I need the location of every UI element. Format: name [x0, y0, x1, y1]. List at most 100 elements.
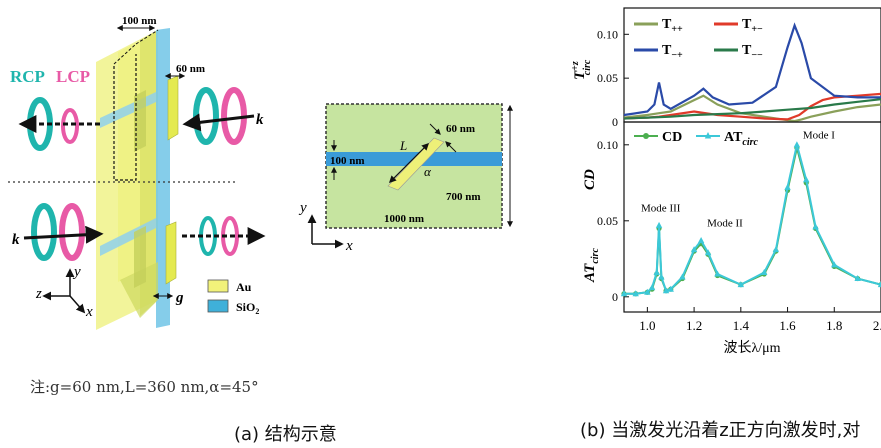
dim-line-100nm-top2	[135, 29, 159, 45]
bottom-xtick-label-5: 2.0	[873, 318, 881, 333]
top-legend-label-1: T+−	[742, 17, 763, 35]
triad-z-label: z	[35, 286, 42, 302]
top-legend-label-2: T−+	[662, 43, 683, 61]
bottom-xtick-label-0: 1.0	[639, 318, 655, 333]
bottom-legend-label-1: ATcirc	[724, 130, 759, 148]
label-rcp: RCP	[10, 67, 45, 86]
atcirc-point-15	[760, 268, 768, 275]
label-k-bottom: k	[12, 232, 20, 248]
bottom-ytick-label-2: 0.10	[597, 138, 618, 152]
legend-au-label: Au	[236, 280, 252, 294]
unit-cell-top-view: L 60 nm α 100 nm 700 nm 1000 nm y x	[298, 103, 513, 254]
bottom-legend-label-0: CD	[662, 130, 682, 145]
atcirc-point-23	[877, 281, 881, 288]
topview-label-100nm: 100 nm	[330, 155, 365, 167]
atcirc-point-14	[737, 281, 745, 288]
top-series-line-3	[623, 98, 881, 120]
topview-label-L: L	[399, 138, 407, 153]
bottom-legend-marker-1	[704, 132, 712, 139]
atcirc-point-22	[854, 275, 861, 282]
bottom-ylabel-cd: CD	[582, 169, 598, 190]
transmission-chart: 0 0.05 0.10 T++ T+− T−+ T−− T+zcirc	[570, 7, 881, 129]
slot-lower	[100, 218, 156, 256]
top-ytick-label-0: 0	[612, 115, 618, 129]
topview-label-700nm: 700 nm	[446, 191, 481, 203]
atcirc-point-12	[704, 249, 712, 256]
caption-a: (a) 结构示意	[234, 424, 337, 445]
caption-b: (b) 当激发光沿着z正方向激发时,对	[580, 420, 861, 441]
legend-sio2-subscript: 2	[255, 307, 259, 316]
unit-cell-outline	[113, 54, 137, 181]
topview-axis-x-label: x	[345, 238, 353, 254]
atcirc-point-17	[784, 183, 791, 190]
bottom-ylabel-atcirc: ATcirc	[582, 248, 601, 283]
atcirc-point-0	[620, 290, 628, 297]
atcirc-point-4	[653, 268, 660, 275]
au-slab-bottom	[120, 262, 158, 318]
inner-rod-lower	[134, 226, 146, 288]
top-legend-label-3: T−−	[742, 43, 763, 61]
topview-label-alpha: α	[424, 164, 432, 179]
lcp-swirl-bottom-left	[59, 203, 85, 261]
bottom-ytick-label-0: 0	[612, 290, 618, 304]
label-60nm: 60 nm	[176, 63, 205, 75]
top-series-line-2	[623, 22, 881, 117]
topview-axis-y-label: y	[298, 200, 307, 216]
atcirc-point-13	[714, 270, 721, 277]
atcirc-point-10	[690, 246, 698, 253]
label-lcp: LCP	[56, 67, 90, 86]
nanorod-upper	[167, 75, 179, 141]
topview-arrow-60nm-b	[445, 141, 457, 153]
rcp-swirl-bottom-left	[31, 203, 57, 261]
bottom-xtick-label-4: 1.8	[826, 318, 842, 333]
triad-y-label: y	[72, 264, 81, 280]
top-series-line-0	[623, 94, 881, 123]
atcirc-point-2	[644, 288, 651, 295]
cd-chart: 00.050.101.01.21.41.61.82.0CDATcircMode …	[582, 121, 881, 356]
incoming-arrow-bottom	[23, 225, 104, 244]
topview-label-60nm: 60 nm	[446, 123, 475, 135]
top-ytick-label-1: 0.05	[597, 71, 618, 85]
bottom-series-line-0	[624, 147, 881, 295]
atcirc-point-16	[772, 246, 780, 253]
atcirc-point-1	[632, 290, 639, 297]
bottom-xlabel: 波长λ/μm	[723, 340, 780, 356]
bottom-xtick-label-2: 1.4	[733, 318, 750, 333]
label-k-top: k	[256, 112, 264, 128]
atcirc-point-11	[697, 237, 705, 244]
nanorod-lower	[165, 221, 177, 285]
atcirc-point-9	[679, 273, 686, 280]
bottom-ytick-label-1: 0.05	[597, 214, 618, 228]
rcp-swirl-top-right	[193, 87, 219, 145]
bottom-chart-frame	[623, 121, 881, 313]
label-100nm: 100 nm	[122, 15, 157, 27]
bottom-xtick-label-1: 1.2	[686, 318, 702, 333]
mode-annotation-1: Mode II	[707, 218, 743, 230]
atcirc-point-7	[662, 287, 670, 294]
mode-annotation-0: Mode III	[641, 202, 681, 214]
atcirc-point-19	[803, 176, 810, 183]
triad-x-axis	[69, 295, 86, 314]
mode-annotation-2: Mode I	[803, 129, 835, 141]
atcirc-point-8	[667, 285, 674, 292]
top-legend-label-0: T++	[662, 17, 683, 35]
atcirc-point-3	[648, 284, 656, 291]
topview-arrow-60nm-a	[429, 123, 441, 135]
atcirc-point-21	[831, 261, 838, 268]
top-ytick-label-2: 0.10	[597, 27, 618, 41]
bottom-legend-marker-0	[643, 133, 649, 139]
atcirc-point-20	[812, 223, 819, 230]
lcp-swirl-top-left	[61, 108, 79, 144]
bottom-xtick-label-3: 1.6	[779, 318, 796, 333]
atcirc-point-5	[655, 221, 663, 228]
atcirc-point-6	[658, 273, 665, 280]
triad-x-label: x	[85, 304, 93, 320]
legend-sio2-swatch	[207, 299, 229, 313]
legend-au-swatch	[207, 279, 229, 293]
inner-rod-upper	[134, 90, 146, 152]
top-ylabel: T+zcirc	[570, 59, 593, 80]
structure-3d-diagram: 100 nm 60 nm g RCP LCP k k	[8, 15, 266, 330]
topview-arrow-L	[388, 142, 430, 184]
bottom-series-line-1	[624, 144, 881, 295]
